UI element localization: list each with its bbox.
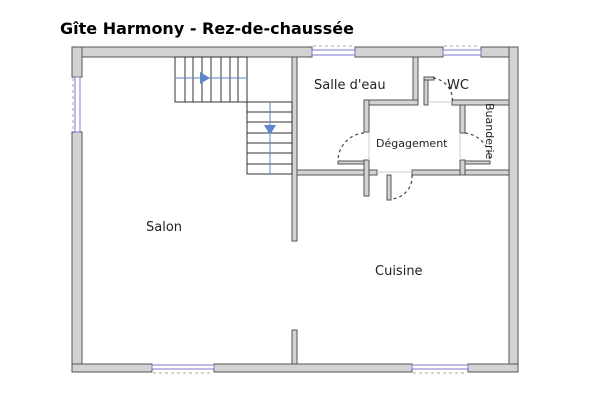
door-buanderie-swing xyxy=(464,132,491,161)
wall-right xyxy=(508,46,519,373)
room-label-cuisine: Cuisine xyxy=(375,264,423,279)
wall-buanderie-left-lower xyxy=(459,159,466,176)
wall-degagement-left-upper xyxy=(363,99,370,133)
window-top-wc xyxy=(442,45,482,56)
stair-arrow-down-icon xyxy=(264,125,276,135)
wall-cuisine-door-jamb xyxy=(386,174,392,201)
wall-bottom-right xyxy=(467,363,519,373)
plan-title: Gîte Harmony - Rez-de-chaussée xyxy=(60,19,354,38)
wall-buanderie-left-upper xyxy=(459,104,466,134)
windows xyxy=(72,45,482,374)
wall-left-bottom xyxy=(71,131,83,373)
stair-arrow-right-icon xyxy=(200,72,210,84)
wall-top-middle xyxy=(354,46,444,58)
room-label-buanderie: Buanderie xyxy=(483,103,496,160)
window-left xyxy=(72,76,81,133)
wall-salon-lower xyxy=(291,329,298,365)
wall-top-left xyxy=(71,46,313,58)
wall-buanderie-stub xyxy=(464,160,491,165)
stair-run-lower xyxy=(246,101,293,175)
window-top-salle-deau xyxy=(311,45,356,56)
room-label-salle-deau: Salle d'eau xyxy=(314,78,386,93)
interior-walls xyxy=(291,56,510,365)
wall-degagement-top xyxy=(363,99,419,106)
door-cuisine-swing xyxy=(390,174,413,200)
door-salle-deau-swing xyxy=(337,132,365,162)
wall-wc-bottom xyxy=(451,99,510,106)
door-swings xyxy=(337,77,491,200)
staircase xyxy=(174,56,293,175)
wall-left-top xyxy=(71,46,83,78)
wall-wc-jamb-top xyxy=(423,76,435,81)
wall-bottom-middle xyxy=(213,363,413,373)
wall-bottom-left xyxy=(71,363,153,373)
window-bottom-salon xyxy=(151,364,215,374)
door-wc-swing xyxy=(432,77,453,105)
window-bottom-cuisine xyxy=(411,364,469,374)
wall-salon-upper xyxy=(291,56,298,242)
stair-run-upper xyxy=(174,56,248,103)
wall-wc-jamb xyxy=(423,76,429,106)
room-label-wc: WC xyxy=(447,78,469,93)
wall-degagement-left-lower xyxy=(363,159,370,197)
room-label-degagement: Dégagement xyxy=(376,137,448,150)
wall-salle-wc xyxy=(412,56,419,102)
room-label-salon: Salon xyxy=(146,220,182,235)
